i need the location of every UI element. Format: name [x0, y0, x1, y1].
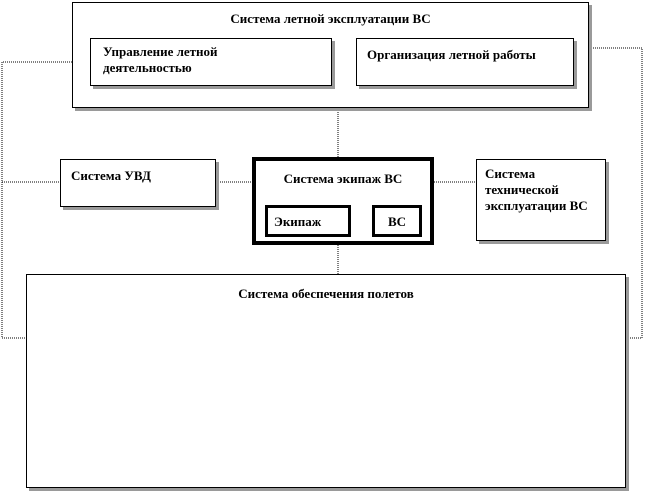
- aircraft-label: ВС: [387, 214, 407, 229]
- flight-support-system-box: Система обеспечения полетов: [26, 274, 626, 488]
- flight-ops-system-title: Система летной эксплуатации ВС: [230, 11, 431, 26]
- atc-system-box: Система УВД: [60, 159, 216, 207]
- crew-box: Экипаж: [265, 205, 351, 237]
- aircraft-box: ВС: [372, 205, 422, 237]
- flight-work-org-box: Организация летной работы: [356, 38, 574, 86]
- tech-ops-system-box: Система технической эксплуатации ВС: [476, 159, 606, 241]
- flight-work-org-label: Организация летной работы: [367, 47, 536, 62]
- crew-aircraft-system-box: Система экипаж ВС Экипаж ВС: [252, 157, 434, 245]
- crew-label: Экипаж: [274, 214, 322, 229]
- crew-aircraft-system-title: Система экипаж ВС: [283, 171, 403, 186]
- left-loop-line: [1, 61, 72, 339]
- flight-management-label: Управление летной деятельностью: [103, 44, 218, 75]
- right-loop-line: [589, 47, 643, 339]
- flight-support-system-title: Система обеспечения полетов: [238, 286, 414, 301]
- flight-management-box: Управление летной деятельностью: [90, 38, 332, 86]
- tech-ops-system-label: Система технической эксплуатации ВС: [485, 166, 588, 213]
- atc-system-label: Система УВД: [71, 168, 151, 183]
